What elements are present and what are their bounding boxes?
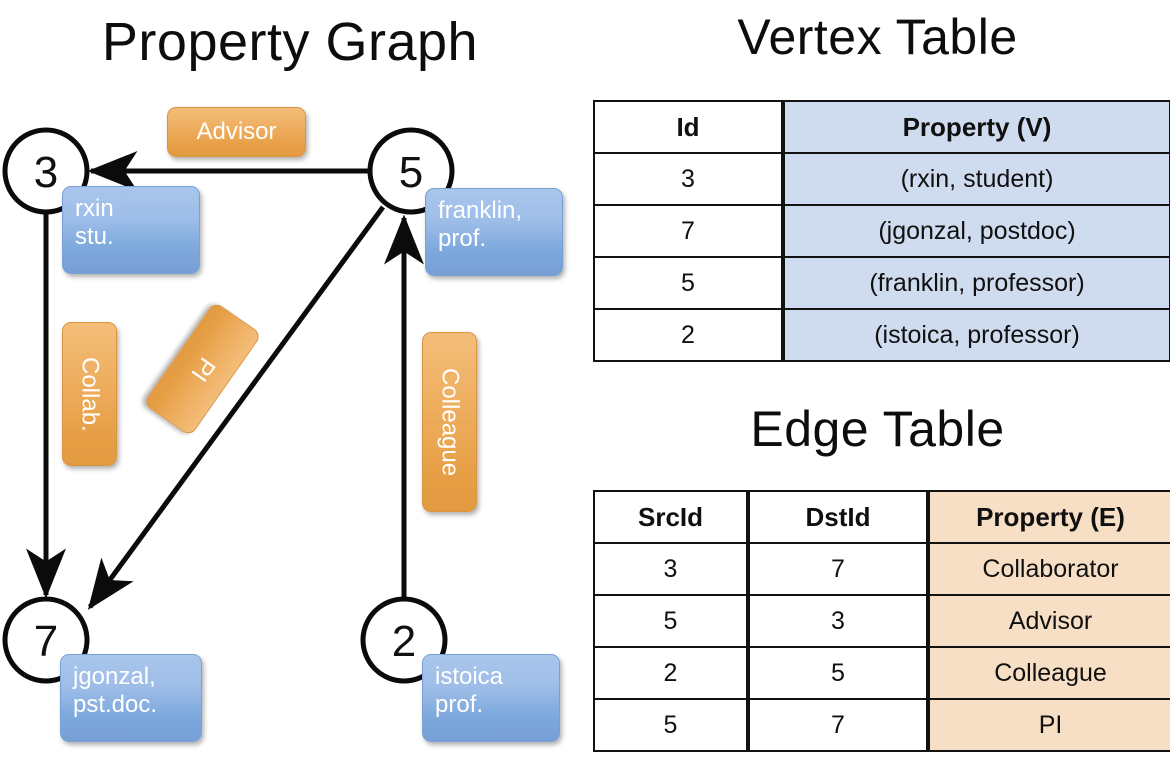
table-row[interactable]: 7 (593, 204, 783, 258)
vertex-header-property: Property (V) (783, 100, 1170, 154)
table-row[interactable]: 7 (748, 698, 928, 752)
edge-cell-srcid: 5 (593, 594, 748, 648)
edge-label-collab[interactable]: Collab. (62, 322, 117, 466)
table-header-row: Property (V) (783, 100, 1170, 154)
table-row[interactable]: 3 (748, 594, 928, 648)
edge-label-advisor[interactable]: Advisor (167, 107, 306, 157)
vertex-table-property-column: Property (V) (rxin, student) (jgonzal, p… (783, 100, 1170, 362)
node-property-box-rxin[interactable]: rxin stu. (62, 186, 200, 274)
node-property-box-franklin[interactable]: franklin, prof. (425, 188, 563, 276)
property-graph-diagram: 3 5 7 2 rxin stu. franklin, prof. jgonza… (2, 107, 563, 742)
graph-node-5-number: 5 (399, 148, 423, 197)
vertex-cell-property: (istoica, professor) (783, 308, 1170, 362)
table-row[interactable]: 3 (593, 542, 748, 596)
vertex-cell-property: (rxin, student) (783, 152, 1170, 206)
graph-node-3-number: 3 (34, 148, 58, 197)
node-property-box-istoica[interactable]: istoica prof. (422, 654, 560, 742)
table-row[interactable]: 5 (593, 594, 748, 648)
table-row[interactable]: (rxin, student) (783, 152, 1170, 206)
node-property-box-jgonzal[interactable]: jgonzal, pst.doc. (60, 654, 202, 742)
table-row[interactable]: 7 (748, 542, 928, 596)
table-row[interactable]: (franklin, professor) (783, 256, 1170, 310)
vertex-cell-property: (jgonzal, postdoc) (783, 204, 1170, 258)
edge-label-colleague[interactable]: Colleague (422, 332, 477, 512)
table-row[interactable]: Colleague (928, 646, 1170, 700)
table-row[interactable]: Advisor (928, 594, 1170, 648)
edge-label-advisor-text: Advisor (196, 118, 277, 145)
vertex-cell-id: 2 (593, 308, 783, 362)
edge-cell-property: Colleague (928, 646, 1170, 700)
edge-cell-property: Advisor (928, 594, 1170, 648)
edge-cell-srcid: 5 (593, 698, 748, 752)
graph-node-2-number: 2 (392, 617, 416, 666)
edge-label-colleague-text: Colleague (436, 367, 464, 477)
property-graph-title: Property Graph (101, 12, 479, 72)
vertex-table-id-column: Id 3 7 5 2 (593, 100, 783, 362)
table-row[interactable]: PI (928, 698, 1170, 752)
vertex-header-id: Id (593, 100, 783, 154)
edge-header-dstid: DstId (748, 490, 928, 544)
table-header-row: Id (593, 100, 783, 154)
table-row[interactable]: 5 (593, 256, 783, 310)
edge-cell-srcid: 2 (593, 646, 748, 700)
edge-table: SrcId 3 5 2 5 DstId 7 3 5 7 Property (E)… (593, 490, 1170, 752)
edge-cell-dstid: 3 (748, 594, 928, 648)
node-property-text-rxin: rxin stu. (75, 195, 114, 251)
table-row[interactable]: (istoica, professor) (783, 308, 1170, 362)
table-row[interactable]: 2 (593, 646, 748, 700)
vertex-cell-id: 5 (593, 256, 783, 310)
edge-table-srcid-column: SrcId 3 5 2 5 (593, 490, 748, 752)
table-row[interactable]: 5 (748, 646, 928, 700)
edge-cell-dstid: 7 (748, 698, 928, 752)
edge-table-property-column: Property (E) Collaborator Advisor Collea… (928, 490, 1170, 752)
table-row[interactable]: 2 (593, 308, 783, 362)
node-property-text-franklin: franklin, prof. (438, 197, 523, 253)
vertex-cell-id: 3 (593, 152, 783, 206)
edge-header-srcid: SrcId (593, 490, 748, 544)
node-property-text-jgonzal: jgonzal, pst.doc. (73, 663, 158, 719)
vertex-cell-property: (franklin, professor) (783, 256, 1170, 310)
edge-cell-property: PI (928, 698, 1170, 752)
edge-cell-srcid: 3 (593, 542, 748, 596)
edge-pi-5-to-7 (87, 205, 386, 610)
edge-cell-dstid: 5 (748, 646, 928, 700)
table-row[interactable]: Collaborator (928, 542, 1170, 596)
table-header-row: DstId (748, 490, 928, 544)
edge-table-dstid-column: DstId 7 3 5 7 (748, 490, 928, 752)
vertex-cell-id: 7 (593, 204, 783, 258)
table-row[interactable]: 3 (593, 152, 783, 206)
edge-cell-dstid: 7 (748, 542, 928, 596)
graph-node-7-number: 7 (34, 617, 58, 666)
edge-cell-property: Collaborator (928, 542, 1170, 596)
vertex-table: Id 3 7 5 2 Property (V) (rxin, student) … (593, 100, 1170, 362)
table-header-row: SrcId (593, 490, 748, 544)
edge-header-property: Property (E) (928, 490, 1170, 544)
table-row[interactable]: 5 (593, 698, 748, 752)
node-property-text-istoica: istoica prof. (435, 663, 504, 719)
vertex-table-title: Vertex Table (737, 9, 1018, 65)
edge-table-title: Edge Table (750, 401, 1005, 457)
table-header-row: Property (E) (928, 490, 1170, 544)
edge-label-collab-text: Collab. (76, 356, 104, 432)
table-row[interactable]: (jgonzal, postdoc) (783, 204, 1170, 258)
